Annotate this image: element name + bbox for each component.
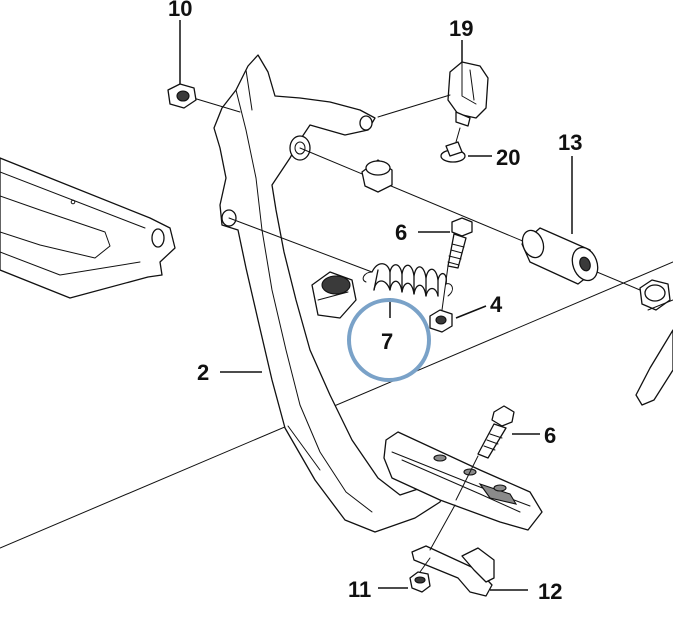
part-7-spring — [362, 263, 453, 297]
part-4-nut — [429, 309, 453, 333]
callout-13: 13 — [558, 130, 582, 155]
highlight-ring — [347, 298, 431, 382]
callout-10: 10 — [168, 0, 192, 21]
part-19-clip — [377, 61, 489, 127]
callout-19: 19 — [449, 16, 473, 41]
callout-4: 4 — [490, 292, 503, 317]
callout-6-lower: 6 — [544, 423, 556, 448]
reference-line — [0, 261, 673, 549]
part-10-nut — [167, 83, 197, 109]
callout-2: 2 — [197, 360, 209, 385]
nut-axis-line — [189, 96, 241, 113]
pedal-switch — [311, 271, 357, 319]
part-13-sleeve — [521, 227, 599, 285]
callout-12: 12 — [538, 579, 562, 604]
part-11-nut — [409, 557, 431, 593]
part-6-bolt-lower — [455, 405, 515, 501]
part-12-bracket — [411, 504, 495, 597]
shaft-bushing — [361, 159, 393, 193]
part-20-nut — [440, 127, 466, 163]
callout-20: 20 — [496, 145, 520, 170]
spring-axis-line — [228, 217, 373, 273]
pedal-lever — [213, 54, 451, 533]
right-bracket — [635, 279, 673, 406]
leader-lines — [179, 20, 573, 591]
callout-7: 7 — [381, 329, 393, 354]
mounting-bracket — [0, 157, 176, 299]
part-6-bolt-upper — [441, 217, 473, 311]
callout-6-upper: 6 — [395, 220, 407, 245]
callout-11: 11 — [348, 577, 371, 602]
